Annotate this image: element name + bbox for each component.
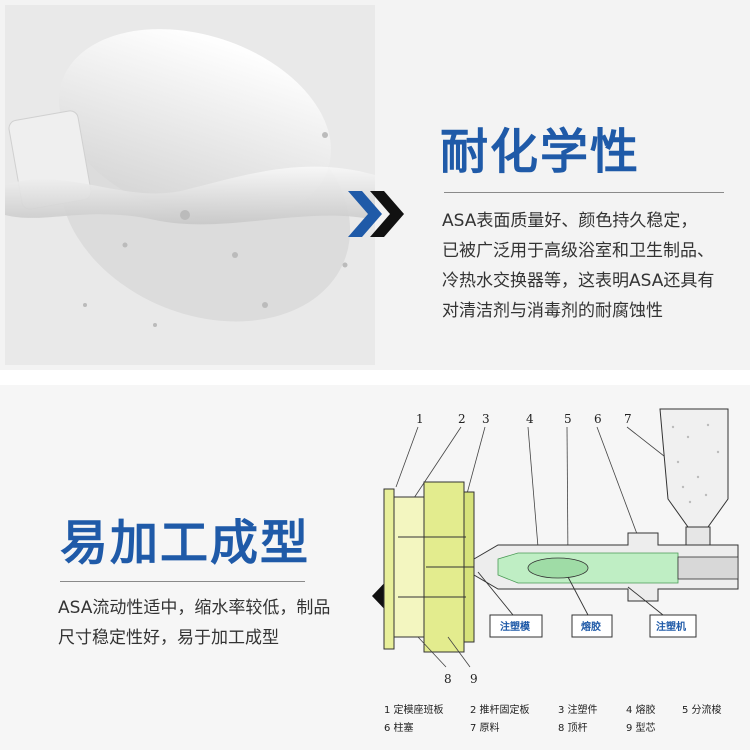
chevron-right-icon: [348, 191, 404, 237]
label-2: 2: [458, 412, 466, 426]
label-8: 8: [444, 672, 452, 686]
toilet-seat-illustration: [5, 29, 375, 327]
legend-item: 1 定模座班板: [384, 703, 444, 716]
legend-item: 6 柱塞: [384, 721, 414, 734]
chemical-resistance-description: ASA表面质量好、颜色持久稳定， 已被广泛用于高级浴室和卫生制品、 冷热水交换器…: [442, 206, 742, 326]
legend-item: 4 熔胶: [626, 703, 656, 716]
ejector-plate: [393, 496, 425, 638]
torpedo: [527, 557, 589, 579]
label-1: 1: [416, 412, 424, 426]
legend-item: 9 型芯: [626, 721, 656, 734]
legend-item: 8 顶杆: [558, 722, 588, 734]
legend-item: 2 推杆固定板: [470, 703, 530, 716]
fixed-mold-plate: [383, 488, 395, 650]
label-4: 4: [526, 412, 534, 426]
plunger: [677, 556, 739, 580]
melt-box: [571, 614, 613, 638]
injection-molding-diagram: 1 2 3 4 5 6 7: [383, 408, 739, 734]
legend-item: 7 原料: [470, 721, 500, 734]
ejector-pins: [398, 536, 474, 598]
callout-lines: [477, 571, 664, 616]
material-hopper: [659, 408, 729, 528]
mold-box: [489, 614, 543, 638]
description-line: ASA流动性适中，缩水率较低，制品: [58, 598, 331, 618]
machine-box: [649, 614, 697, 638]
label-9: 9: [470, 672, 478, 686]
raw-material-granules: [671, 423, 720, 504]
legend-item: 5 分流梭: [682, 703, 722, 716]
hopper-neck: [685, 526, 711, 546]
label-3: 3: [482, 412, 490, 426]
chemical-resistance-heading: 耐化学性: [440, 124, 641, 180]
description-line: ASA表面质量好、颜色持久稳定，: [442, 211, 698, 231]
toilet-seat-water-photo: [5, 5, 375, 365]
description-line: 已被广泛用于高级浴室和卫生制品、: [442, 241, 714, 261]
heading-divider: [60, 581, 305, 582]
heading-divider: [444, 192, 724, 193]
easy-processing-heading: 易加工成型: [60, 515, 311, 571]
label-5: 5: [564, 412, 572, 426]
bottom-panel: 易加工成型 ASA流动性适中，缩水率较低，制品 尺寸稳定性好，易于加工成型 1 …: [0, 385, 750, 750]
description-line: 冷热水交换器等，这表明ASA还具有: [442, 271, 715, 291]
melt-box-label: 熔胶: [581, 620, 601, 633]
top-panel: 耐化学性 ASA表面质量好、颜色持久稳定， 已被广泛用于高级浴室和卫生制品、 冷…: [0, 0, 750, 370]
mold-box-label: 注塑模: [500, 620, 531, 633]
legend-item: 3 注塑件: [558, 703, 598, 716]
description-line: 尺寸稳定性好，易于加工成型: [58, 628, 279, 648]
machine-box-label: 注塑机: [656, 620, 686, 633]
easy-processing-description: ASA流动性适中，缩水率较低，制品 尺寸稳定性好，易于加工成型: [58, 593, 358, 653]
label-6: 6: [594, 412, 602, 426]
label-7: 7: [624, 412, 632, 426]
description-line: 对清洁剂与消毒剂的耐腐蚀性: [442, 301, 663, 321]
